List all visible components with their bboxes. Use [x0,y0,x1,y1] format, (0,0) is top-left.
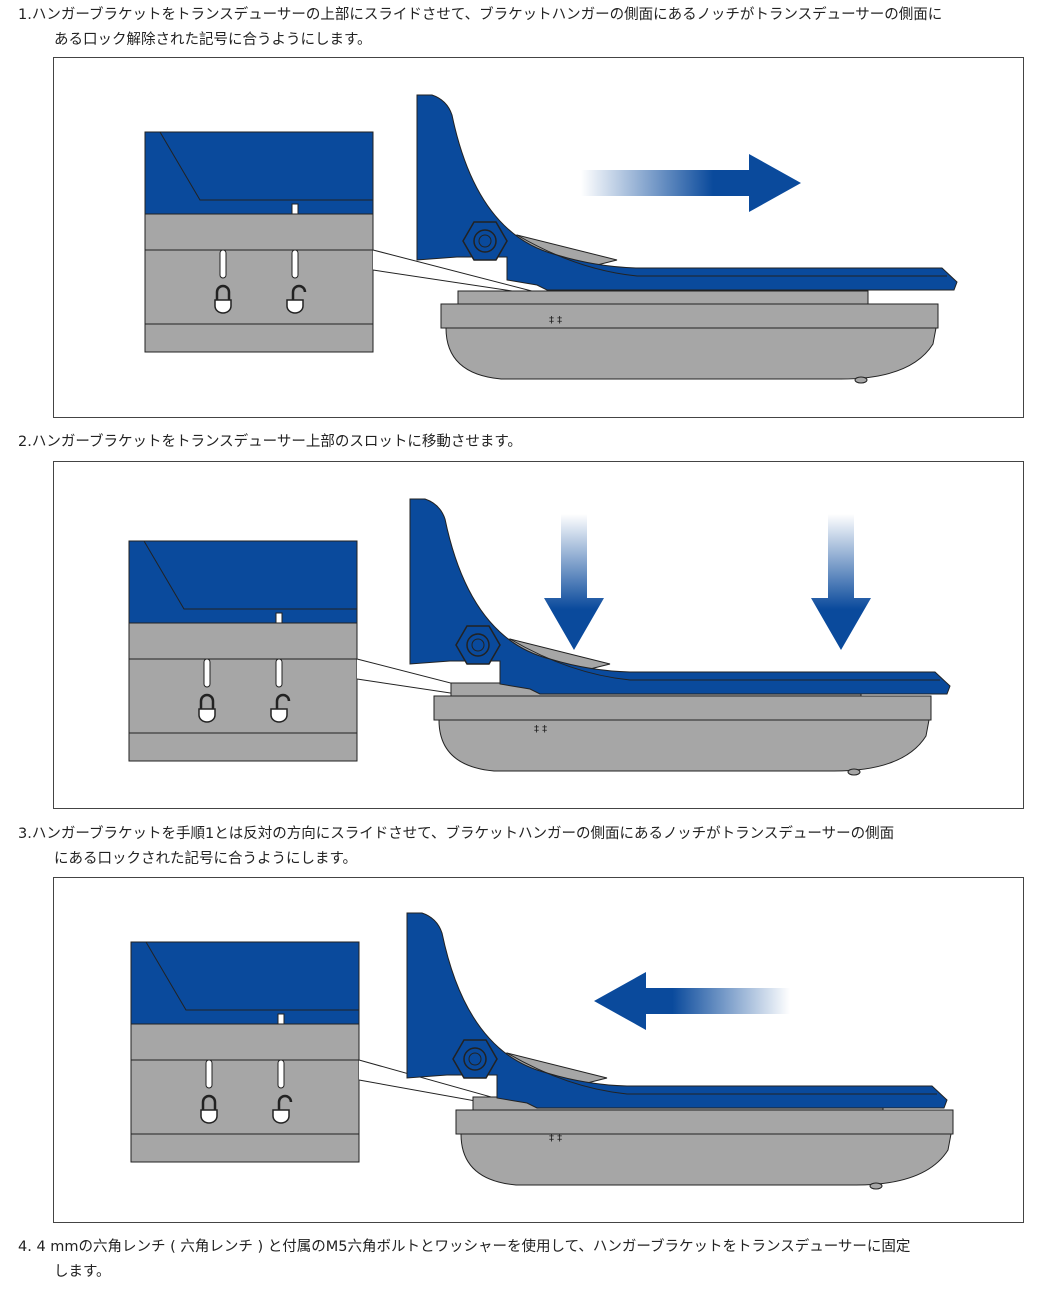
inset-transducer-side [144,249,374,325]
step-2-text: 2.ハンガーブラケットをトランスデューサー上部のスロットに移動させます。 [18,430,1033,455]
transducer-body [460,1133,952,1186]
arrow-left-icon [594,972,790,1030]
step-3-line-1: 3.ハンガーブラケットを手順1とは反対の方向にスライドさせて、ブラケットハンガー… [18,826,895,842]
step-3-illustration: ‡ ‡ [53,877,1024,1223]
bracket-edge-line [506,1052,937,1095]
transducer-body [438,719,930,772]
inset-transducer-band [128,622,358,660]
inset-transducer-base [130,1133,360,1163]
inset-bracket-edge [143,540,357,610]
inset-bracket-top [128,540,358,624]
transducer-top-plate [440,303,939,329]
arrow-down-icon [811,514,871,650]
step-2-illustration: ‡ ‡ [53,461,1024,809]
inset-bracket-edge [159,131,373,201]
bracket-edge-line [516,234,947,277]
step-1-line-1: 1.ハンガーブラケットをトランスデューサーの上部にスライドさせて、ブラケットハン… [18,7,943,23]
inset-bracket-top [130,941,360,1025]
lock-body [286,299,304,314]
hanger-bracket [416,94,958,291]
inset-transducer-side [128,658,358,734]
step-4-line-2: します。 [54,1264,111,1280]
inset-transducer-band [130,1023,360,1061]
slot [219,249,227,279]
step-1-text: 1.ハンガーブラケットをトランスデューサーの上部にスライドさせて、ブラケットハン… [18,3,1033,53]
bolt-center [468,1052,482,1066]
inset-transducer-base [128,732,358,762]
transducer-foot [854,376,868,384]
step-3-line-2: にある口ックされた記号に合うようにします。 [54,851,358,867]
hanger-bracket [409,498,951,695]
transducer-body [445,327,937,380]
slot [291,249,299,279]
unlocked-symbol-icon [286,284,307,314]
shackle [291,284,307,300]
inset-transducer-base [144,323,374,353]
step-2-line-1: 2.ハンガーブラケットをトランスデューサー上部のスロットに移動させます。 [18,434,522,450]
bolt-center [478,234,492,248]
shackle [201,1094,217,1110]
unlocked-symbol-icon [272,1094,293,1124]
step-1-illustration: ‡ ‡ [53,57,1024,418]
slot [205,1059,213,1089]
bracket-edge-line [509,638,940,681]
inset-bracket-edge [145,941,359,1011]
arrow-down-icon [544,514,604,650]
hanger-bracket [406,912,948,1109]
step-4-text: 4. 4 mmの六角レンチ ( 六角レンチ ) と付属のM5六角ボルトとワッシャ… [18,1235,1033,1285]
locked-symbol-icon [200,1094,218,1124]
locked-symbol-icon [214,284,232,314]
slot [277,1059,285,1089]
shackle [215,284,231,300]
transducer-foot [847,768,861,776]
shackle [275,693,291,709]
shackle [199,693,215,709]
notch [277,1013,285,1025]
transducer-top-plate [455,1109,954,1135]
inset-bracket-top [144,131,374,215]
bolt-center [471,638,485,652]
slot [275,658,283,688]
transducer-mount-rail [457,290,869,305]
notch [291,203,299,215]
slot [203,658,211,688]
lock-body [198,708,216,723]
lock-body [272,1109,290,1124]
step-1-line-2: ある口ック解除された記号に合うようにします。 [54,32,372,48]
small-lock-marks: ‡ ‡ [549,1133,562,1144]
lock-body [214,299,232,314]
inset-transducer-band [144,213,374,251]
lock-body [270,708,288,723]
small-lock-marks: ‡ ‡ [534,724,547,735]
lock-body [200,1109,218,1124]
transducer-foot [869,1182,883,1190]
unlocked-symbol-icon [270,693,291,723]
notch [275,612,283,624]
small-lock-marks: ‡ ‡ [549,315,562,326]
shackle [277,1094,293,1110]
transducer-top-plate [433,695,932,721]
step-3-text: 3.ハンガーブラケットを手順1とは反対の方向にスライドさせて、ブラケットハンガー… [18,822,1033,872]
inset-transducer-side [130,1059,360,1135]
step-4-line-1: 4. 4 mmの六角レンチ ( 六角レンチ ) と付属のM5六角ボルトとワッシャ… [18,1239,911,1255]
locked-symbol-icon [198,693,216,723]
arrow-right-icon [581,154,801,212]
